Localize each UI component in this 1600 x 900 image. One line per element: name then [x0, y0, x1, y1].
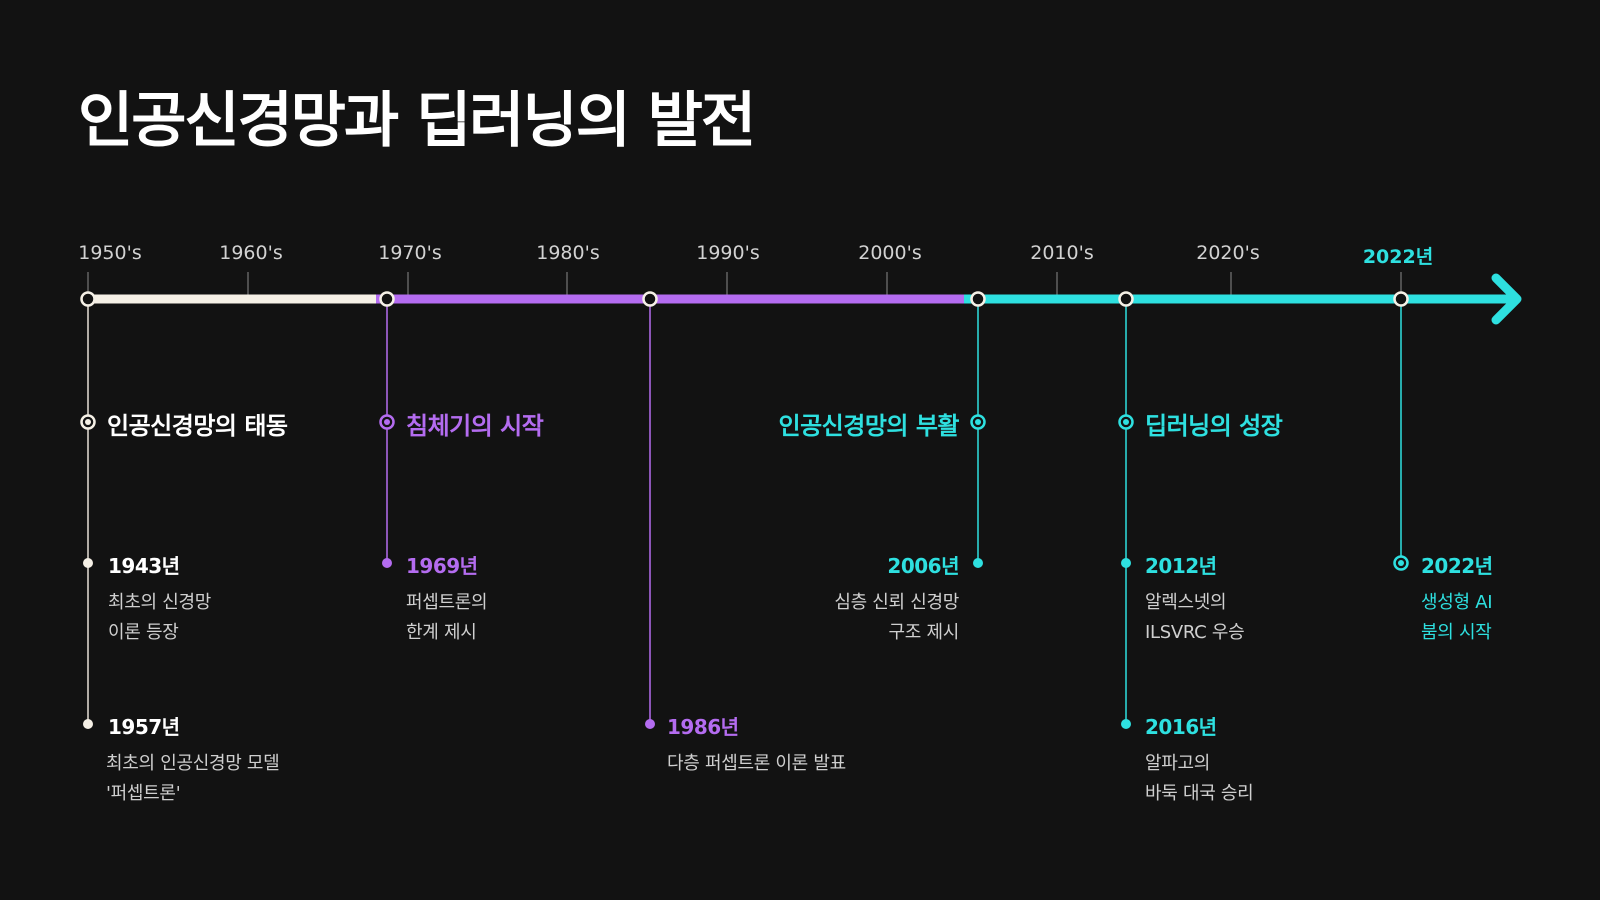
decade-label-2010s: 2010's [1030, 242, 1094, 264]
phase-title-dawn: 인공신경망의 태동 [107, 412, 288, 440]
timeline-node [1393, 291, 1409, 307]
event-desc-1986: 다층 퍼셉트론 이론 발표 [667, 753, 846, 774]
event-year-2016: 2016년 [1145, 715, 1217, 739]
timeline-node [379, 291, 395, 307]
event-dot [1121, 558, 1131, 568]
timeline-node [970, 291, 986, 307]
event-year-1957: 1957년 [108, 715, 180, 739]
event-year-1986: 1986년 [667, 715, 739, 739]
phase-marker-dot [384, 419, 390, 425]
timeline-arrowhead-icon [1491, 273, 1522, 325]
phase-title-growth: 딥러닝의 성장 [1145, 412, 1283, 440]
timeline-node [1118, 291, 1134, 307]
event-year-2006: 2006년 [887, 554, 959, 578]
decade-label-2000s: 2000's [858, 242, 922, 264]
event-year-1943: 1943년 [108, 554, 180, 578]
decade-label-1980s: 1980's [536, 242, 600, 264]
timeline-node [80, 291, 96, 307]
phase-marker-dot [85, 419, 91, 425]
decade-label-1990s: 1990's [696, 242, 760, 264]
phase-marker-dot [1123, 419, 1129, 425]
phase-marker-dot [975, 419, 981, 425]
event-dot [83, 719, 93, 729]
event-dot [645, 719, 655, 729]
event-desc-1957: 최초의 인공신경망 모델'퍼셉트론' [106, 753, 280, 804]
decade-label-1960s: 1960's [219, 242, 283, 264]
timeline-node [642, 291, 658, 307]
event-year-2022: 2022년 [1421, 554, 1493, 578]
event-dot [382, 558, 392, 568]
page-title: 인공신경망과 딥러닝의 발전 [78, 86, 756, 156]
event-ring-dot [1398, 560, 1404, 566]
event-year-2012: 2012년 [1145, 554, 1217, 578]
event-dot [83, 558, 93, 568]
decade-label-2022: 2022년 [1362, 246, 1434, 268]
event-dot [973, 558, 983, 568]
event-year-1969: 1969년 [406, 554, 478, 578]
event-dot [1121, 719, 1131, 729]
decade-label-1970s: 1970's [378, 242, 442, 264]
phase-title-revival: 인공신경망의 부활 [778, 412, 960, 440]
phase-title-stagnation: 침체기의 시작 [406, 412, 544, 440]
decade-label-2020s: 2020's [1196, 242, 1260, 264]
decade-label-1950s: 1950's [78, 242, 142, 264]
